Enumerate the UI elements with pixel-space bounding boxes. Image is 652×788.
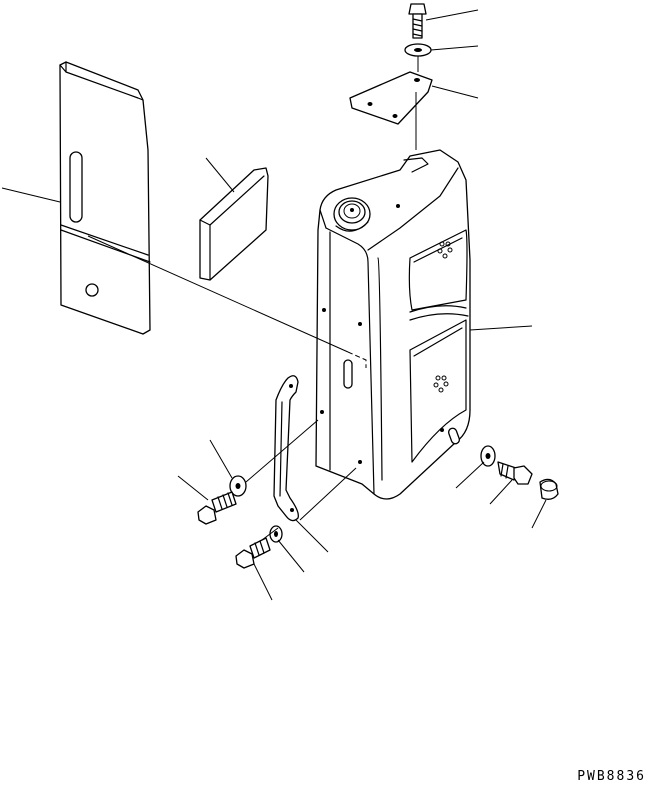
flower-mark-lower xyxy=(433,375,449,393)
top-washer xyxy=(404,43,432,57)
washer-middle xyxy=(269,525,283,543)
filler-cap xyxy=(333,197,371,232)
grab-handle xyxy=(273,375,299,522)
bolt-middle xyxy=(235,537,271,569)
bolt-right xyxy=(497,461,533,485)
flower-mark-upper xyxy=(437,241,453,259)
fuel-tank xyxy=(315,149,471,500)
bolt-left xyxy=(197,491,237,525)
cover-plate-slot xyxy=(69,151,83,223)
drawing-code: PWB8836 xyxy=(577,769,646,784)
rubber-cap xyxy=(539,478,559,500)
rubber-pad xyxy=(199,167,269,281)
top-bolt xyxy=(408,3,427,39)
tank-side-slot xyxy=(343,359,353,389)
washer-left xyxy=(229,475,247,497)
mounting-bracket xyxy=(349,71,433,125)
cover-plate xyxy=(59,61,151,335)
washer-right xyxy=(480,445,496,467)
leader-lines xyxy=(1,9,547,601)
cover-plate-hole xyxy=(85,283,99,297)
assembly-lines xyxy=(87,56,419,541)
